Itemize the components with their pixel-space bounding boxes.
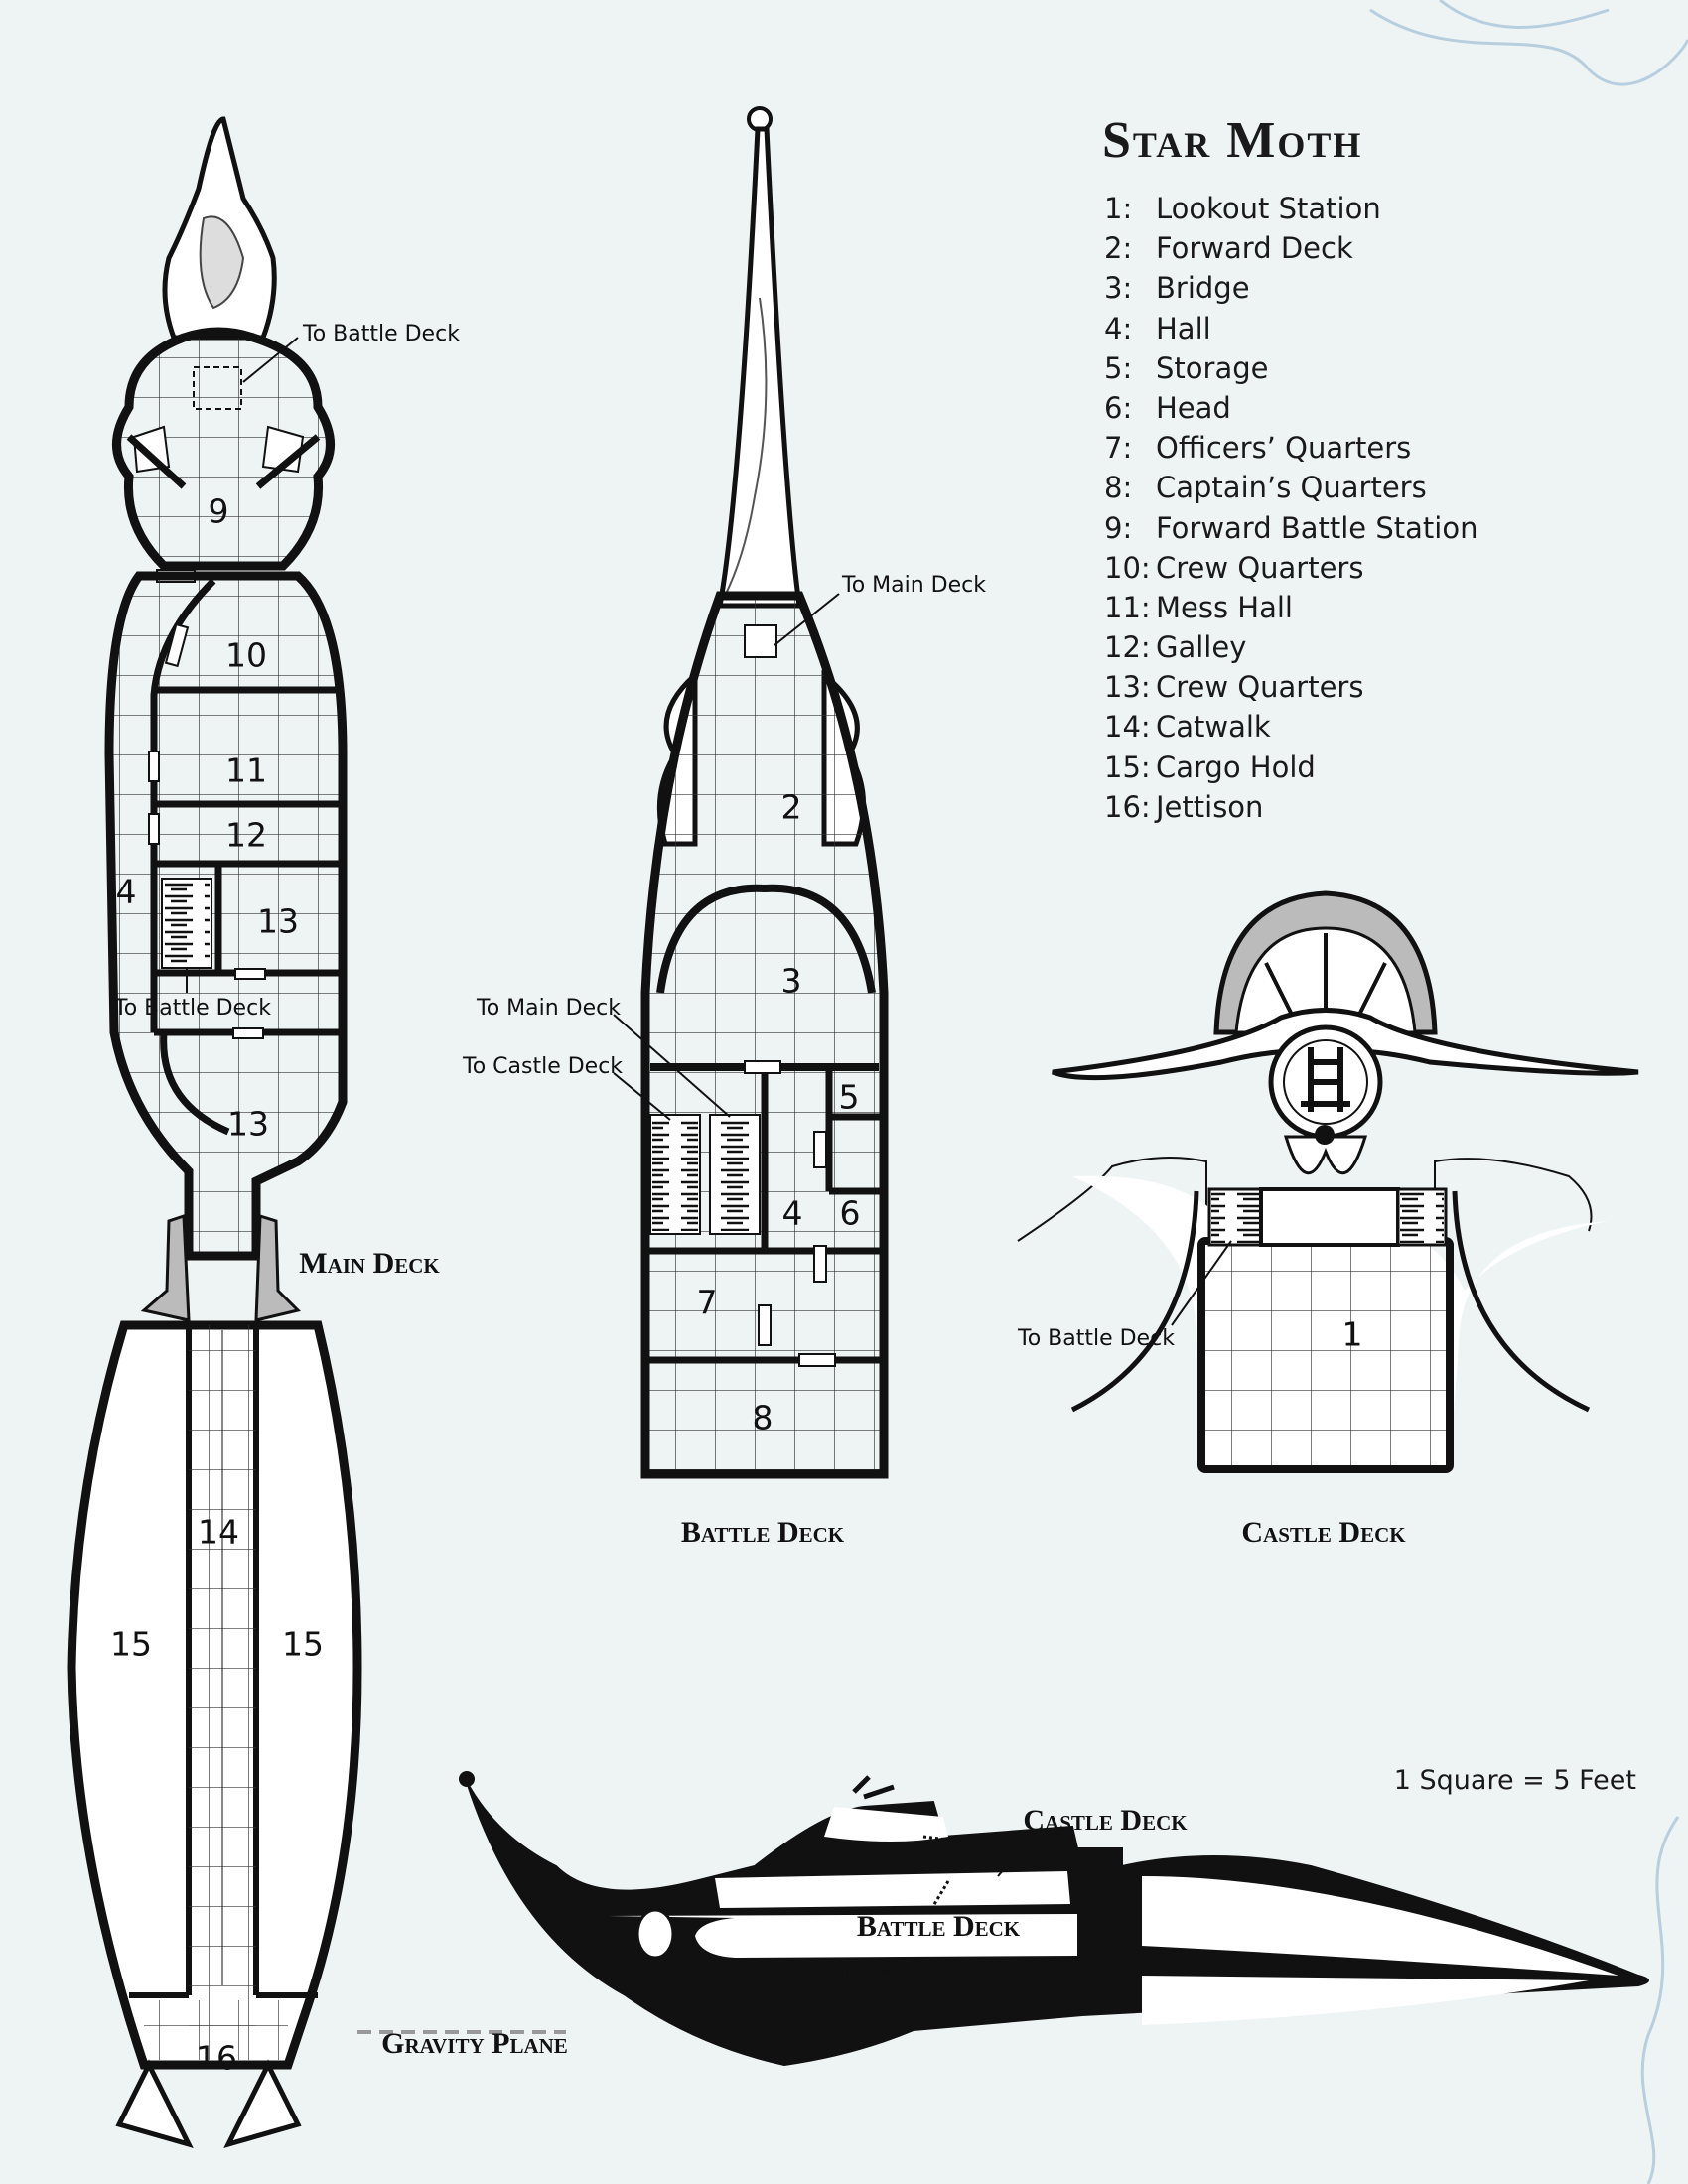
battle-deck-plan: 2 3 5 4 6 7 8 To Main Deck To Main Deck …: [462, 106, 986, 1549]
lookout-station: [1197, 1237, 1454, 1473]
room-number: 3: [781, 962, 802, 1001]
legend-item: 5:Storage: [1104, 350, 1269, 385]
scale-note: 1 Square = 5 Feet: [1393, 1765, 1636, 1796]
room-number: 7: [697, 1284, 718, 1322]
legend-item: 7:Officers’ Quarters: [1104, 431, 1412, 466]
room-number: 1: [1342, 1315, 1363, 1354]
legend-item: 15:Cargo Hold: [1104, 750, 1316, 784]
profile-label: Castle Deck: [1023, 1804, 1188, 1837]
map-title: Star Moth: [1102, 112, 1363, 169]
hatch-icon: [744, 624, 777, 658]
room-number: 4: [782, 1194, 803, 1233]
legend-item: 12:Galley: [1104, 630, 1247, 665]
legend-item: 14:Catwalk: [1104, 710, 1271, 745]
room-number: 9: [209, 492, 229, 531]
room-number: 12: [225, 816, 267, 855]
battle-station: [112, 327, 335, 571]
room-number: 14: [198, 1513, 239, 1552]
legend-item: 6:Head: [1104, 390, 1231, 425]
room-number: 13: [257, 902, 299, 941]
room-number: 15: [110, 1625, 152, 1664]
room-number: 16: [196, 2039, 237, 2078]
legend-item: 1:Lookout Station: [1104, 192, 1381, 225]
hatch-icon: [193, 366, 242, 410]
profile-label: Battle Deck: [857, 1910, 1021, 1943]
main-deck-plan: 9 10 11 12 4 13 13 14 15 15 16 To Battle: [67, 116, 460, 2148]
room-number: 6: [840, 1194, 861, 1233]
room-number: 8: [753, 1399, 774, 1437]
annotation: To Main Deck: [476, 996, 621, 1021]
map-legend: 1:Lookout Station 2:Forward Deck 3:Bridg…: [1104, 189, 1477, 827]
legend-item: 16:Jettison: [1104, 789, 1264, 824]
room-number: 15: [282, 1625, 324, 1664]
legend-item: 11:Mess Hall: [1104, 590, 1293, 624]
room-number: 11: [225, 751, 267, 790]
room-number: 13: [227, 1105, 269, 1144]
legend-item: 10:Crew Quarters: [1104, 550, 1364, 585]
ladder-icon: [1301, 1047, 1350, 1112]
annotation: To Battle Deck: [1017, 1326, 1175, 1351]
legend-item: 8:Captain’s Quarters: [1104, 471, 1427, 505]
room-number: 10: [225, 636, 267, 675]
profile-label: Main Deck: [766, 1958, 907, 1990]
annotation: To Main Deck: [841, 573, 986, 598]
legend-item: 13:Crew Quarters: [1104, 670, 1364, 705]
legend-item: 4:Hall: [1104, 311, 1211, 345]
room-number: 4: [116, 873, 137, 911]
ship-profile: Gravity Plane Castle Deck Battle Deck Ma…: [357, 1771, 1649, 2067]
ornament-corner: [1369, 0, 1688, 2184]
bow-spike: [717, 126, 802, 609]
annotation: To Battle Deck: [302, 322, 460, 346]
castle-deck-plan: 1 To Battle Deck Castle Deck: [1017, 890, 1639, 1549]
deck-label: Castle Deck: [1241, 1516, 1406, 1549]
deck-label: Battle Deck: [681, 1516, 845, 1549]
room-number: 2: [781, 788, 802, 827]
annotation: To Castle Deck: [462, 1054, 623, 1079]
legend-item: 2:Forward Deck: [1104, 231, 1353, 266]
room-number: 5: [839, 1078, 860, 1117]
upper-hull: [104, 571, 348, 1261]
profile-label: Gravity Plane: [381, 2027, 568, 2060]
deck-label: Main Deck: [299, 1247, 440, 1280]
annotation: To Battle Deck: [113, 996, 271, 1021]
legend-item: 3:Bridge: [1104, 271, 1250, 306]
legend-item: 9:Forward Battle Station: [1104, 510, 1478, 545]
